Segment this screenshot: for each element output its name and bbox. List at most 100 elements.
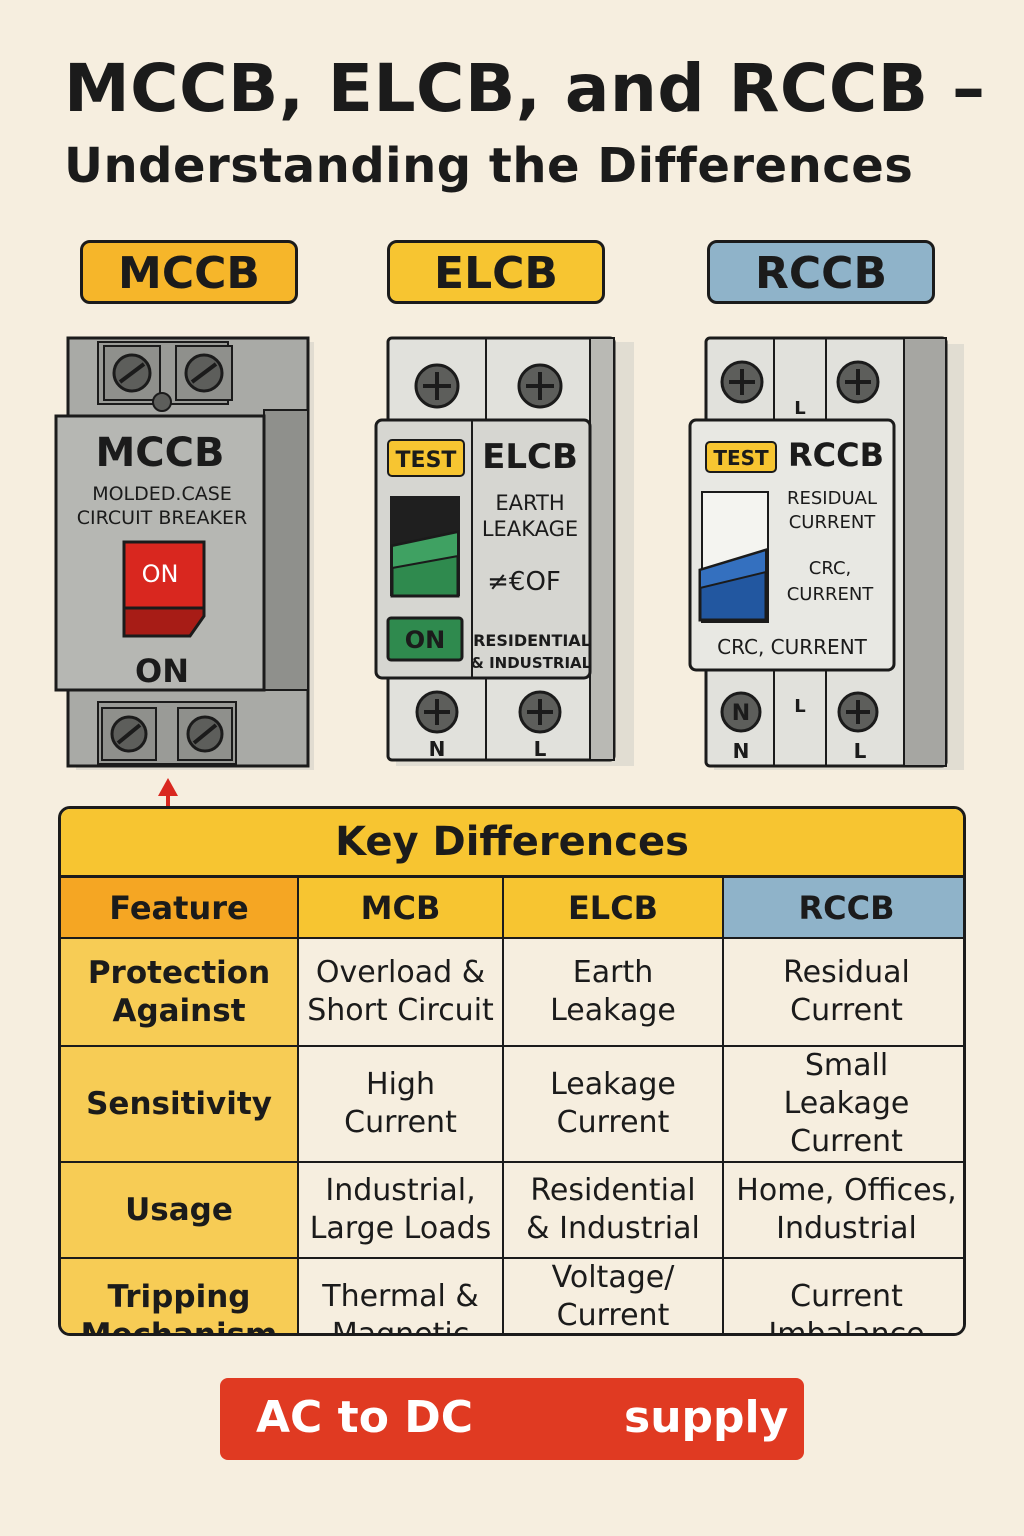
row-feature-cell: Sensitivity (61, 1045, 299, 1163)
table-cell: Current Imbalance (722, 1257, 963, 1336)
rccb-desc-line1: RESIDUAL (787, 488, 877, 509)
elcb-desc-line2: LEAKAGE (482, 517, 578, 541)
page-subtitle: Understanding the Differences (64, 138, 914, 194)
rccb-device-name: RCCB (788, 436, 884, 474)
row-feature-cell: Protection Against (61, 937, 299, 1047)
cell-text: Tripping Mechanism (80, 1279, 278, 1336)
table-title: Key Differences (61, 809, 963, 878)
elcb-test-button[interactable]: TEST (387, 439, 465, 477)
rccb-terminal-n: N (733, 739, 750, 763)
cell-text: Protection Against (87, 955, 271, 1029)
table-cell: Leakage Current (502, 1045, 724, 1163)
rccb-desc-line2: CURRENT (789, 512, 877, 533)
table-cell: High Current (297, 1045, 504, 1163)
header-elcb: ELCB (502, 878, 724, 939)
rccb-n-symbol: N (732, 701, 750, 726)
row-feature-cell: Tripping Mechanism (61, 1257, 299, 1336)
table-row: Protection Against Overload & Short Circ… (61, 937, 963, 1047)
cell-text: Overload & Short Circuit (307, 955, 494, 1028)
rccb-test-label: TEST (713, 446, 769, 470)
table-cell: Residential & Industrial (502, 1161, 724, 1259)
table-cell: Small Leakage Current (722, 1045, 963, 1163)
table-cell: Home, Offices, Industrial (722, 1161, 963, 1259)
plus-screw-icon (414, 363, 460, 409)
screw-terminal-icon (101, 707, 157, 761)
comparison-table: Feature MCB ELCB RCCB Protection Against… (61, 878, 963, 1336)
elcb-device: TEST ELCB EARTH LEAKAGE ≠€OF ON RESIDENT… (374, 336, 634, 766)
rccb-desc-line4: CURRENT (787, 584, 875, 605)
label-rccb: RCCB (707, 240, 935, 304)
table-cell: Thermal & Magnetic (297, 1257, 504, 1336)
header-rccb: RCCB (722, 878, 963, 939)
cell-text: Sensitivity (86, 1086, 272, 1122)
table-row: Tripping Mechanism Thermal & Magnetic Vo… (61, 1257, 963, 1336)
elcb-desc-line1: EARTH (495, 491, 564, 515)
rccb-terminal-top-l: L (794, 398, 805, 419)
cell-text: Industrial, Large Loads (309, 1173, 492, 1246)
elcb-on-label: ON (405, 626, 446, 654)
rccb-desc-line3: CRC, (809, 558, 851, 579)
cell-text: Current Imbalance (768, 1279, 925, 1336)
elcb-toggle-switch[interactable] (390, 496, 460, 598)
banner-text-right: supply (624, 1392, 789, 1443)
page-title: MCCB, ELCB, and RCCB – (64, 50, 986, 127)
rccb-terminal-l: L (854, 739, 867, 763)
plus-screw-icon (518, 690, 562, 734)
elcb-test-label: TEST (396, 448, 457, 473)
cell-text: High Current (344, 1067, 457, 1140)
table-row: Sensitivity High Current Leakage Current… (61, 1045, 963, 1163)
screw-terminal-icon (175, 345, 233, 401)
table-cell: Overload & Short Circuit (297, 937, 504, 1047)
key-differences-table: Key Differences Feature MCB ELCB RCCB Pr… (58, 806, 966, 1336)
pointer-arrow-icon (158, 778, 178, 806)
cell-text: Residential & Industrial (526, 1173, 700, 1246)
label-elcb: ELCB (387, 240, 605, 304)
cell-text: Voltage/ Current Sensing (551, 1260, 675, 1333)
cell-text: Leakage Current (550, 1067, 676, 1140)
rccb-test-button[interactable]: TEST (705, 441, 777, 473)
cell-text: Home, Offices, Industrial (736, 1173, 957, 1246)
device-illustrations: MCCB MOLDED.CASE CIRCUIT BREAKER ON ON (54, 336, 964, 806)
table-cell: Earth Leakage (502, 937, 724, 1047)
header-feature: Feature (61, 878, 299, 939)
screw-terminal-icon (177, 707, 233, 761)
row-feature-cell: Usage (61, 1161, 299, 1259)
table-cell: Residual Current (722, 937, 963, 1047)
rccb-toggle-switch[interactable] (698, 491, 769, 623)
plus-screw-icon (415, 690, 459, 734)
elcb-device-name: ELCB (482, 437, 578, 477)
mccb-desc-line1: MOLDED.CASE (92, 483, 232, 505)
plus-screw-icon (837, 691, 879, 733)
header-mcb: MCB (297, 878, 504, 939)
rccb-device: L TEST RCCB RESIDUAL CURRENT CRC, CURREN… (688, 336, 964, 770)
rccb-terminal-mid-l: L (794, 696, 805, 717)
cell-text: Small Leakage Current (783, 1048, 910, 1159)
elcb-terminal-n: N (429, 737, 446, 761)
elcb-symbol: ≠€OF (487, 567, 561, 597)
mccb-switch-label: ON (142, 560, 179, 588)
cell-text: Thermal & Magnetic (322, 1279, 479, 1336)
mccb-device-name: MCCB (95, 430, 224, 476)
mccb-state-label: ON (135, 652, 189, 690)
table-row: Usage Industrial, Large Loads Residentia… (61, 1161, 963, 1259)
elcb-terminal-l: L (534, 737, 547, 761)
n-terminal-icon: N (720, 691, 762, 733)
plus-screw-icon (720, 360, 764, 404)
table-cell: Voltage/ Current Sensing (502, 1257, 724, 1333)
table-cell: Industrial, Large Loads (297, 1161, 504, 1259)
footer-banner: AC to DC supply (220, 1378, 804, 1460)
mccb-device: MCCB MOLDED.CASE CIRCUIT BREAKER ON ON (54, 336, 314, 806)
label-mccb: MCCB (80, 240, 298, 304)
table-header-row: Feature MCB ELCB RCCB (61, 878, 963, 939)
cell-text: Residual Current (783, 955, 910, 1028)
banner-text-left: AC to DC (256, 1392, 474, 1443)
screw-terminal-icon (103, 345, 161, 401)
elcb-usage-line1: RESIDENTIAL (473, 631, 591, 650)
cell-text: Usage (125, 1192, 233, 1228)
mccb-toggle-switch[interactable]: ON (122, 540, 206, 638)
cell-text: Earth Leakage (550, 955, 676, 1028)
mccb-desc-line2: CIRCUIT BREAKER (77, 507, 247, 529)
rccb-bottom-text: CRC, CURRENT (717, 635, 868, 659)
elcb-usage-line2: & INDUSTRIAL (471, 654, 592, 672)
plus-screw-icon (517, 363, 563, 409)
